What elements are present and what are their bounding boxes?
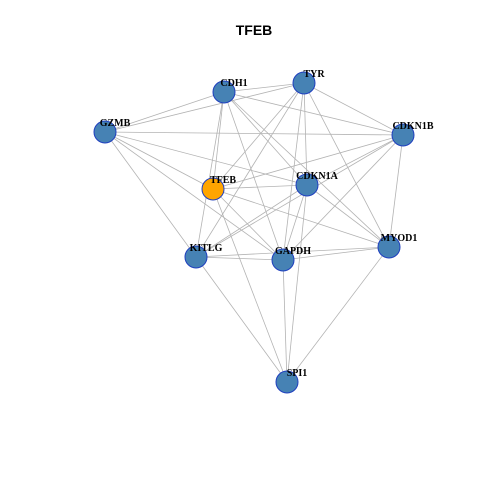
edge-cdh1-cdkn1b	[223, 91, 404, 136]
edge-gzmb-tfeb	[104, 131, 214, 190]
edge-gzmb-cdkn1a	[104, 131, 308, 186]
node-tyr	[292, 71, 316, 95]
edge-cdh1-cdkn1a	[223, 91, 308, 186]
nodes-layer	[93, 71, 415, 394]
node-label-gapdh: GAPDH	[275, 246, 311, 257]
labels-layer: CDH1 TYR GZMB CDKN1B TFEB CDKN1A KITLG GAPDH MYO…	[100, 69, 434, 379]
edge-tyr-cdkn1b	[303, 82, 404, 136]
node-label-cdkn1b: CDKN1B	[392, 121, 433, 132]
edge-gapdh-myod1	[282, 246, 390, 261]
edge-gzmb-kitlg	[104, 131, 197, 258]
node-label-cdkn1a: CDKN1A	[296, 171, 338, 182]
edge-cdkn1b-gapdh	[282, 134, 404, 261]
edge-tyr-gapdh	[282, 82, 305, 261]
edge-cdkn1a-spi1	[286, 184, 308, 383]
edge-kitlg-spi1	[195, 256, 288, 383]
edge-cdkn1b-tfeb	[212, 134, 404, 190]
node-label-gzmb: GZMB	[100, 118, 131, 129]
edge-tyr-gzmb	[104, 82, 305, 133]
edge-cdkn1b-cdkn1a	[306, 134, 404, 186]
node-kitlg	[184, 245, 208, 269]
node-label-tfeb: TFEB	[210, 175, 236, 186]
edges-layer	[104, 82, 404, 383]
edge-tyr-myod1	[303, 82, 390, 248]
node-label-cdh1: CDH1	[220, 78, 247, 89]
node-myod1	[377, 235, 401, 259]
edge-cdkn1a-gapdh	[282, 184, 308, 261]
node-spi1	[275, 370, 299, 394]
node-cdkn1b	[391, 123, 415, 147]
edge-gzmb-gapdh	[104, 131, 284, 261]
edge-tfeb-gapdh	[212, 188, 284, 261]
edge-cdh1-tfeb	[212, 91, 225, 190]
node-cdh1	[212, 80, 236, 104]
edge-tfeb-cdkn1a	[212, 184, 308, 190]
diagram-title: TFEB	[236, 22, 273, 38]
node-label-tyr: TYR	[303, 69, 325, 80]
edge-cdh1-gzmb	[104, 91, 225, 133]
edge-gzmb-cdkn1b	[104, 131, 404, 136]
edge-kitlg-myod1	[195, 246, 390, 258]
edge-tyr-tfeb	[212, 82, 305, 190]
edge-kitlg-gapdh	[195, 256, 284, 261]
node-label-spi1: SPI1	[287, 368, 308, 379]
edge-cdh1-kitlg	[195, 91, 225, 258]
node-label-myod1: MYOD1	[381, 233, 418, 244]
node-cdkn1a	[295, 173, 319, 197]
edge-cdkn1a-kitlg	[195, 184, 308, 258]
edge-cdh1-gapdh	[223, 91, 284, 261]
edge-tfeb-myod1	[212, 188, 390, 248]
node-tfeb	[201, 177, 225, 201]
edge-cdkn1a-myod1	[306, 184, 390, 248]
node-gzmb	[93, 120, 117, 144]
edge-cdh1-tyr	[223, 82, 305, 93]
edge-tfeb-spi1	[212, 188, 288, 383]
edge-myod1-spi1	[286, 246, 390, 383]
node-gapdh	[271, 248, 295, 272]
edge-cdkn1b-kitlg	[195, 134, 404, 258]
edge-cdkn1b-myod1	[388, 134, 404, 248]
edge-gapdh-spi1	[282, 259, 288, 383]
node-label-kitlg: KITLG	[190, 243, 223, 254]
